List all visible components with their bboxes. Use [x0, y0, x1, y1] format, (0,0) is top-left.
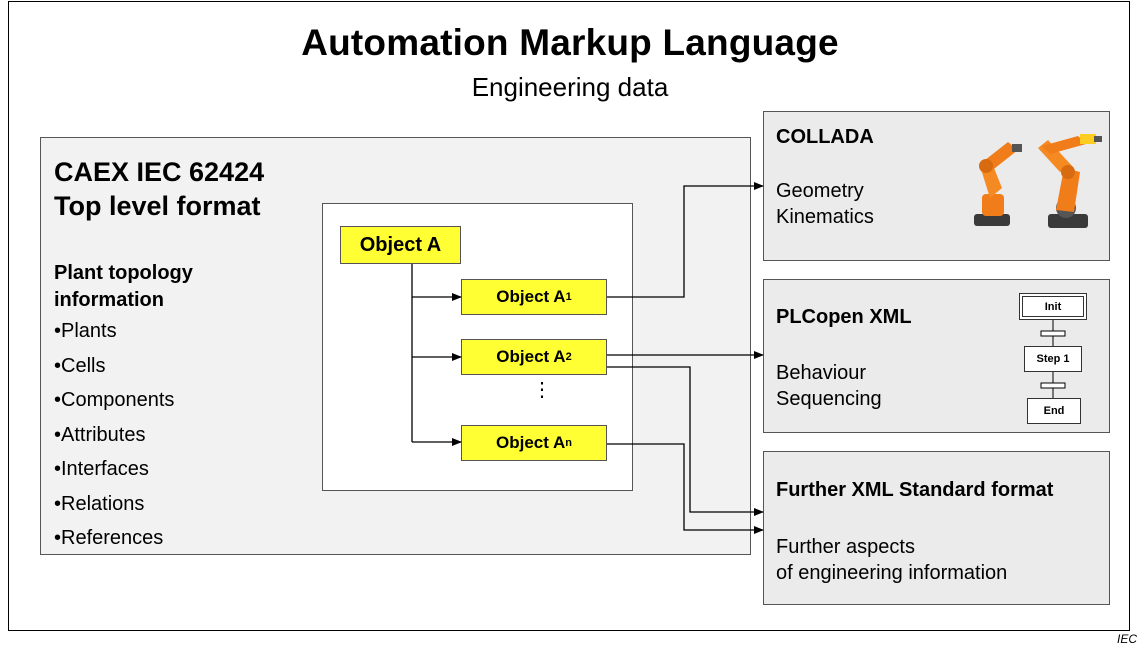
- caex-title: CAEX IEC 62424 Top level format: [54, 155, 264, 223]
- object-a1-label: Object A: [496, 287, 566, 306]
- object-a1-subscript: 1: [565, 291, 572, 303]
- further-xml-text: Further aspects of engineering informati…: [776, 534, 1007, 586]
- plant-topology-heading: Plant topology information: [54, 260, 193, 314]
- sfc-transition-2: [1040, 382, 1066, 389]
- further-xml-panel: [763, 451, 1110, 605]
- arrow-a1-to-collada: [607, 182, 764, 298]
- caex-title-line1: CAEX IEC 62424: [54, 157, 265, 187]
- sfc-end-step: End: [1027, 398, 1081, 424]
- robot-arm-icon: [974, 134, 1102, 228]
- collada-title: COLLADA: [776, 126, 874, 148]
- arrow-an-to-further: [607, 443, 764, 534]
- object-a-box: Object A: [340, 226, 461, 264]
- collada-line2: Kinematics: [776, 206, 874, 228]
- further-xml-title: Further XML Standard format: [776, 479, 1054, 501]
- plcopen-line2: Sequencing: [776, 388, 882, 410]
- list-item-references: •References: [54, 527, 164, 549]
- collada-text: Geometry Kinematics: [776, 178, 874, 230]
- sfc-transition-1: [1040, 330, 1066, 337]
- list-item-attributes: •Attributes: [54, 423, 146, 446]
- further-xml-line1: Further aspects: [776, 536, 915, 558]
- source-label: IEC: [1117, 632, 1138, 646]
- sfc-step1: Step 1: [1024, 346, 1082, 372]
- object-an-subscript: n: [565, 437, 572, 449]
- plcopen-line1: Behaviour: [776, 362, 867, 384]
- object-an-label: Object A: [495, 433, 566, 452]
- arrow-a2-to-further: [607, 366, 764, 516]
- list-item-relations: •Relations: [54, 492, 145, 515]
- collada-line1: Geometry: [776, 180, 864, 202]
- list-item-plants: •Plants: [54, 320, 117, 342]
- diagram-title: Automation Markup Language: [301, 22, 839, 63]
- plant-topology-line1: Plant topology: [54, 262, 193, 284]
- plcopen-title: PLCopen XML: [776, 306, 912, 328]
- further-xml-line2: of engineering information: [776, 562, 1008, 584]
- plant-topology-list: •Plants •Cells •Components •Attributes •…: [54, 314, 174, 556]
- plant-topology-line2: information: [54, 289, 164, 311]
- list-item-components: •Components: [54, 389, 175, 411]
- list-item-cells: •Cells: [54, 354, 106, 377]
- list-item-interfaces: •Interfaces: [54, 458, 149, 480]
- caex-title-line2: Top level format: [54, 191, 261, 221]
- plcopen-text: Behaviour Sequencing: [776, 360, 882, 412]
- object-a2-subscript: 2: [565, 351, 572, 363]
- object-a2-label: Object A: [496, 347, 566, 366]
- sfc-init-step: Init: [1019, 293, 1087, 320]
- collada-panel: [763, 111, 1110, 261]
- diagram-subtitle: Engineering data: [471, 72, 669, 102]
